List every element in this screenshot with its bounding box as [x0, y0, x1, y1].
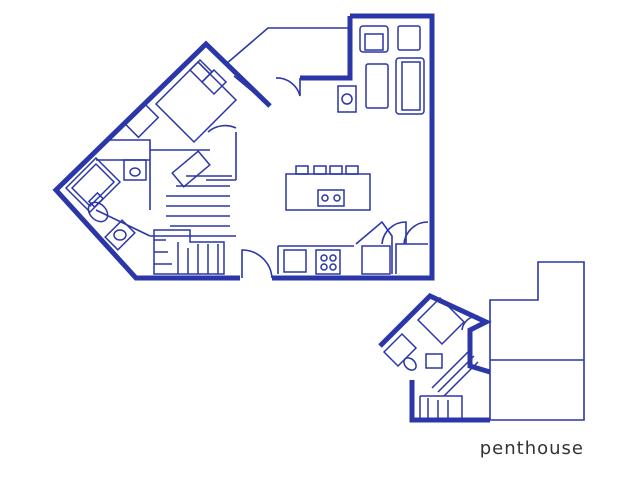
balcony-outline [225, 27, 350, 107]
pantry-closet [355, 220, 428, 274]
interior-walls [95, 132, 237, 237]
sofa-icon [395, 57, 425, 115]
bed-icon [416, 296, 466, 346]
kitchen-counter [277, 245, 354, 274]
vanity-sink-icon [123, 159, 147, 181]
penthouse-roof-outline [489, 261, 585, 421]
refrigerator-icon [361, 245, 391, 275]
toilet-icon [87, 191, 109, 223]
sink-icon [425, 353, 443, 369]
stairs-icon [153, 175, 232, 275]
entry-wall-segment [300, 16, 353, 81]
dishwasher-icon [283, 249, 307, 273]
plan-label: penthouse [479, 438, 584, 459]
bathtub-icon [382, 332, 418, 368]
nightstand-icon [124, 103, 160, 139]
penthouse-exterior-walls [378, 292, 492, 423]
main-level-plan [52, 13, 435, 281]
stairs-icon [419, 349, 479, 418]
side-table-icon [397, 25, 421, 51]
lamp-table-icon [337, 85, 357, 113]
kitchen-island-icon [285, 165, 371, 211]
door-icon [207, 77, 429, 279]
toilet-icon [403, 357, 417, 371]
main-level-exterior-walls [52, 13, 435, 281]
stove-icon [315, 249, 341, 275]
coffee-table-icon [365, 63, 389, 109]
bathtub-icon [64, 156, 122, 214]
armchair-icon [359, 25, 389, 53]
sink-icon [104, 219, 136, 251]
desk-icon [171, 150, 211, 188]
door-icon [461, 315, 479, 331]
penthouse-level-plan [378, 261, 585, 423]
bed-icon [154, 58, 238, 144]
